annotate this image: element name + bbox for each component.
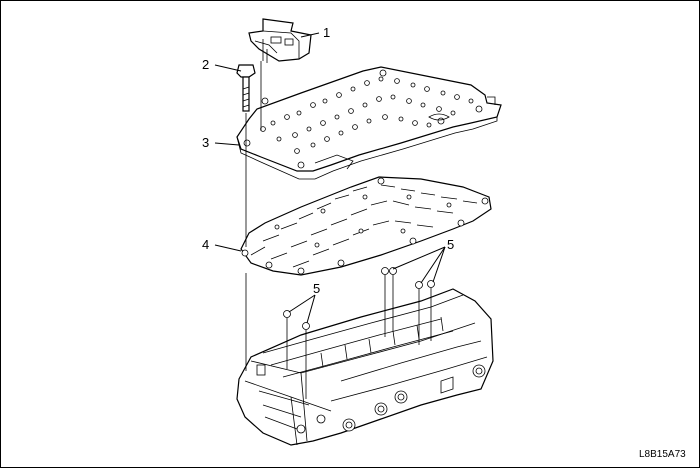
separator-plate-icon [236,66,502,180]
leader-line-5b [420,246,446,284]
callout-2: 2 [202,57,209,72]
callout-5-left: 5 [313,281,320,296]
callout-3: 3 [202,135,209,150]
figure-code: L8B15A73 [639,449,686,460]
valve-body-icon [236,288,494,446]
gasket-icon [240,176,492,276]
leader-line-5a [392,246,446,270]
bracket-icon [248,18,312,63]
leader-line-5c [432,246,446,283]
callout-4: 4 [202,237,209,252]
leader-line-4 [214,244,242,252]
leader-line-3 [214,142,240,146]
check-ball-icon [283,267,435,399]
callout-5-right: 5 [447,237,454,252]
callout-1: 1 [323,25,330,40]
bolt-icon [236,64,256,112]
leader-line-5d [288,294,316,313]
leader-line-5e [306,294,316,324]
leader-line-1 [300,32,320,38]
leader-line-2 [214,64,242,72]
